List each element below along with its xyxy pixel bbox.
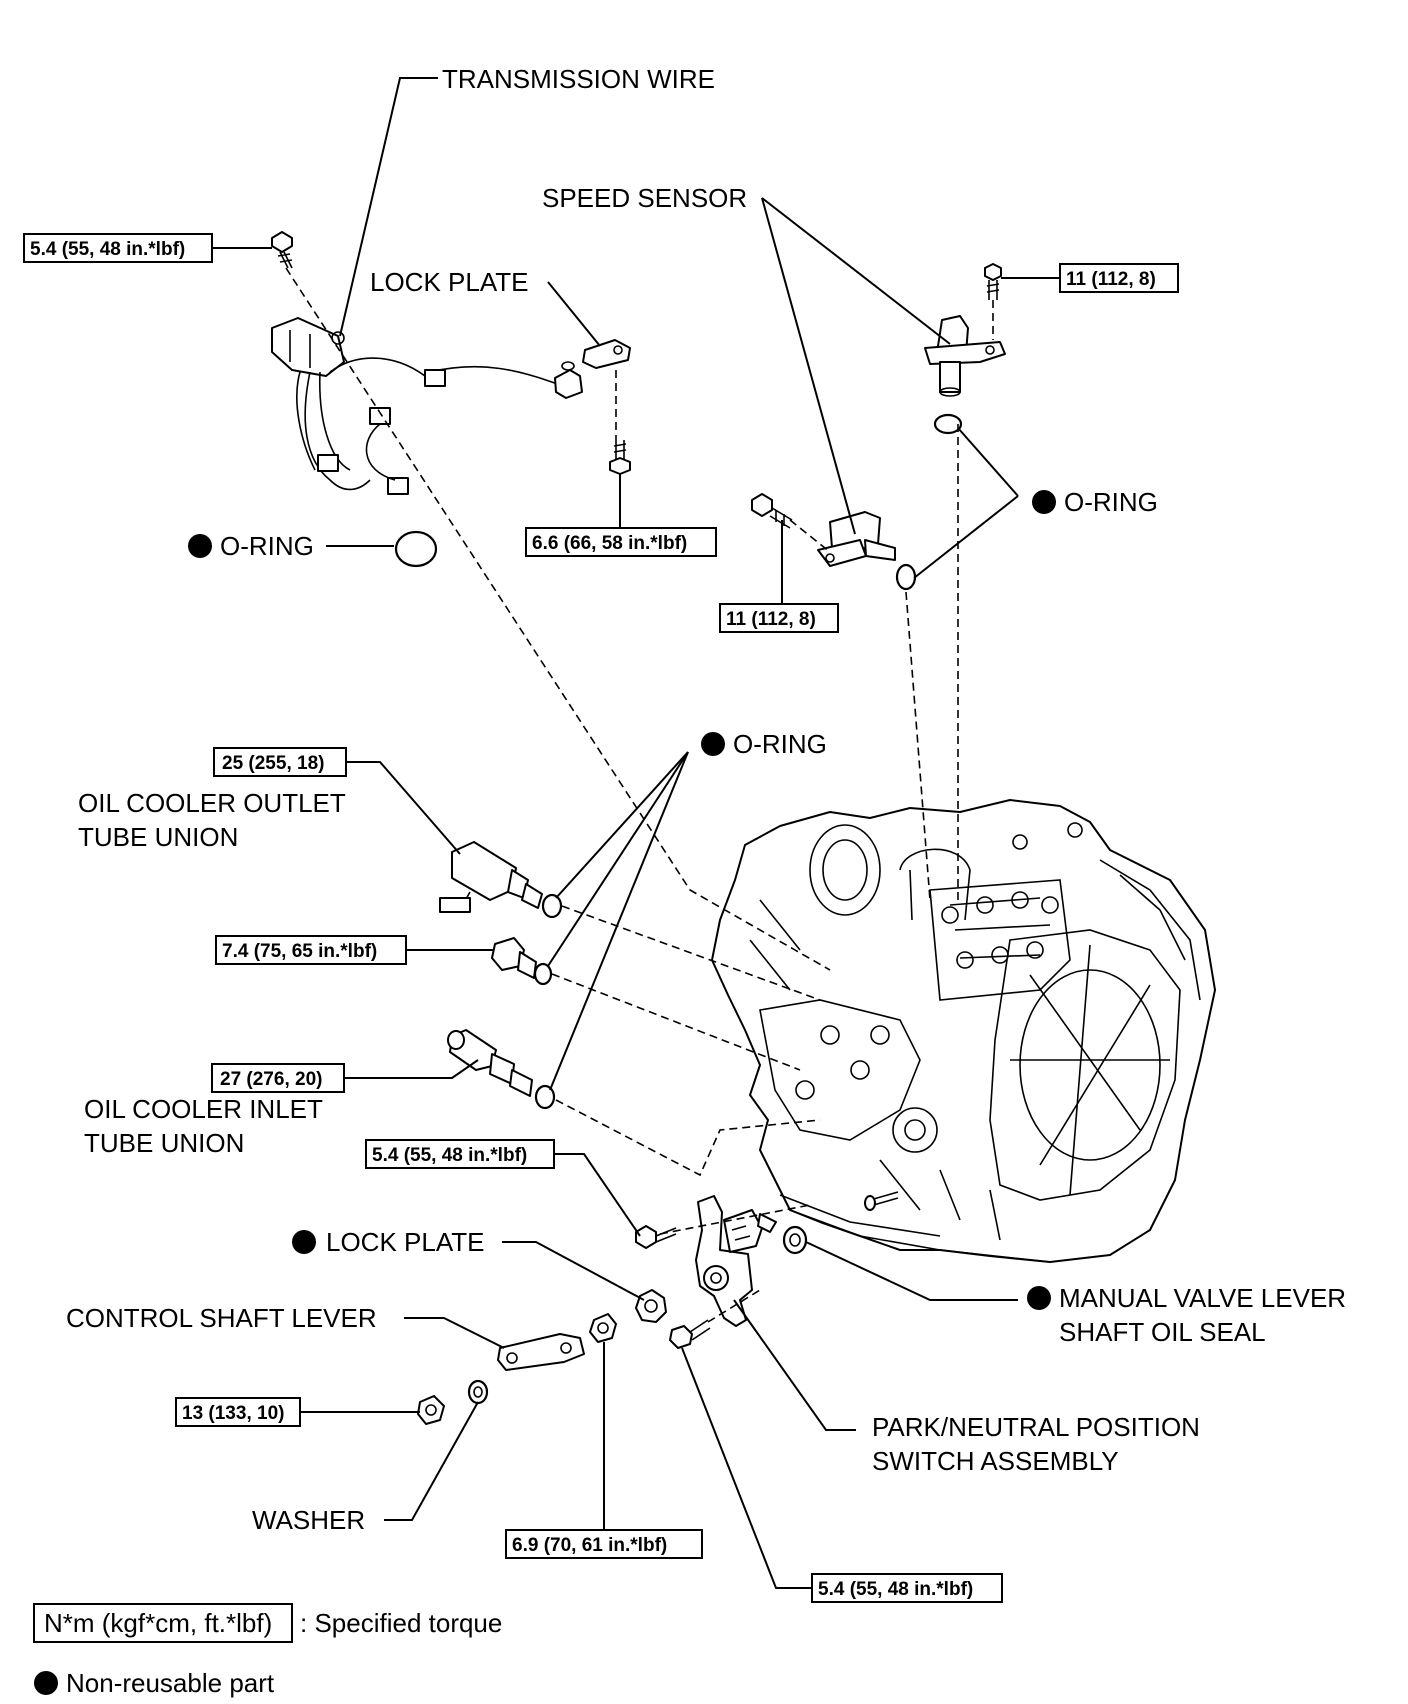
torque-nut-switch: 6.9 (70, 61 in.*lbf) — [512, 1535, 667, 1556]
torque-specs: 5.4 (55, 48 in.*lbf) 11 (112, 8) 6.6 (66… — [23, 233, 1179, 1603]
torque-speed-sensor-top: 11 (112, 8) — [1066, 269, 1156, 290]
pnp-bolt-upper — [635, 1225, 677, 1249]
label-lock-plate-top: LOCK PLATE — [370, 267, 528, 297]
legend-non-reusable: Non-reusable part — [66, 1668, 275, 1698]
legend-torque-desc: : Specified torque — [300, 1608, 502, 1638]
o-ring-plug — [533, 962, 553, 986]
non-reusable-marker — [188, 534, 212, 558]
label-control-shaft-lever: CONTROL SHAFT LEVER — [66, 1303, 377, 1333]
o-ring-harness — [394, 530, 438, 568]
leader-lines — [212, 77, 1060, 1589]
oil-cooler-outlet-union — [439, 841, 543, 913]
label-o-ring-left: O-RING — [220, 531, 314, 561]
speed-sensor-lower-bolt — [751, 493, 793, 529]
torque-pnp-bolt-lower: 5.4 (55, 48 in.*lbf) — [818, 1579, 973, 1600]
union-plug — [491, 937, 537, 979]
label-manual-valve-1: MANUAL VALVE LEVER — [1059, 1283, 1346, 1313]
lock-plate-top — [582, 339, 631, 369]
speed-sensor-top — [924, 315, 1006, 397]
pnp-bolt-lower — [669, 1319, 711, 1349]
oil-cooler-inlet-union — [447, 1029, 533, 1097]
legend: N*m (kgf*cm, ft.*lbf) : Specified torque… — [33, 1603, 502, 1698]
torque-lock-plate-bolt: 6.6 (66, 58 in.*lbf) — [532, 533, 687, 554]
label-oil-cooler-outlet-2: TUBE UNION — [78, 822, 238, 852]
legend-non-reusable-marker — [34, 1671, 58, 1695]
label-pnp-switch-1: PARK/NEUTRAL POSITION — [872, 1412, 1200, 1442]
torque-pnp-bolt-upper: 5.4 (55, 48 in.*lbf) — [372, 1145, 527, 1166]
wire-bolt — [271, 231, 293, 269]
o-ring-speed-sensor-top — [933, 413, 963, 435]
label-oil-cooler-outlet-1: OIL COOLER OUTLET — [78, 788, 346, 818]
non-reusable-marker — [1032, 490, 1056, 514]
washer — [467, 1379, 489, 1405]
control-shaft-lever — [497, 1333, 585, 1371]
non-reusable-marker — [1027, 1286, 1051, 1310]
non-reusable-marker — [701, 732, 725, 756]
part-labels: TRANSMISSION WIRE SPEED SENSOR LOCK PLAT… — [66, 64, 1346, 1535]
torque-plug: 7.4 (75, 65 in.*lbf) — [222, 941, 377, 962]
manual-valve-oil-seal — [782, 1225, 808, 1255]
non-reusable-marker — [292, 1230, 316, 1254]
transmission-case — [711, 799, 1216, 1263]
park-neutral-switch — [695, 1195, 777, 1327]
lock-plate-bolt — [609, 440, 631, 475]
nut-switch — [589, 1313, 617, 1343]
label-o-ring-middle: O-RING — [733, 729, 827, 759]
o-ring-outlet — [541, 893, 563, 919]
o-ring-inlet — [534, 1084, 556, 1110]
label-washer: WASHER — [252, 1505, 365, 1535]
legend-torque-format: N*m (kgf*cm, ft.*lbf) — [44, 1608, 272, 1638]
label-o-ring-right: O-RING — [1064, 487, 1158, 517]
alignment-lines — [285, 267, 994, 1323]
speed-sensor-top-bolt — [984, 263, 1002, 300]
torque-speed-sensor-lower: 11 (112, 8) — [726, 609, 816, 630]
nut-lever — [417, 1395, 445, 1425]
torque-outlet-union: 25 (255, 18) — [222, 753, 324, 774]
label-pnp-switch-2: SWITCH ASSEMBLY — [872, 1446, 1119, 1476]
label-lock-plate-bottom: LOCK PLATE — [326, 1227, 484, 1257]
label-speed-sensor: SPEED SENSOR — [542, 183, 747, 213]
lock-plate-bottom — [635, 1289, 667, 1323]
label-manual-valve-2: SHAFT OIL SEAL — [1059, 1317, 1266, 1347]
speed-sensor-lower — [817, 511, 896, 567]
torque-inlet-union: 27 (276, 20) — [220, 1069, 322, 1090]
torque-wire-bolt: 5.4 (55, 48 in.*lbf) — [30, 239, 185, 260]
label-oil-cooler-inlet-1: OIL COOLER INLET — [84, 1094, 323, 1124]
o-ring-speed-sensor-lower — [895, 563, 917, 591]
label-oil-cooler-inlet-2: TUBE UNION — [84, 1128, 244, 1158]
transmission-wire-harness — [271, 317, 583, 495]
label-transmission-wire: TRANSMISSION WIRE — [442, 64, 715, 94]
torque-nut-lever: 13 (133, 10) — [182, 1403, 284, 1424]
